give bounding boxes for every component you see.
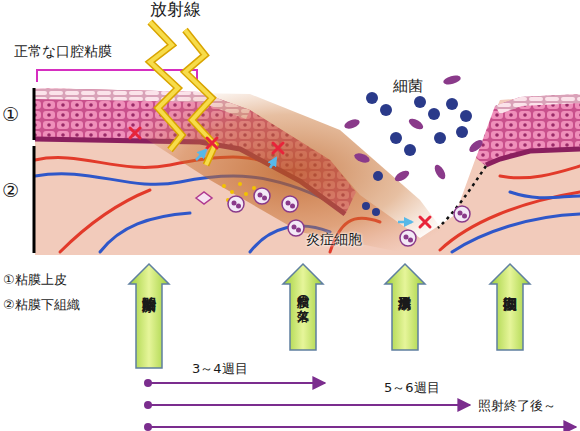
stage-arrow: 治療開始 xyxy=(129,264,169,368)
cross-mark xyxy=(420,217,430,227)
annotation-label: 放射線 xyxy=(150,0,201,19)
stage-arrow: 回復期 xyxy=(490,264,530,350)
annotation-label: 5～6週目 xyxy=(384,381,440,395)
leukocyte xyxy=(454,206,470,222)
layer-bar xyxy=(33,88,36,140)
coccus xyxy=(373,171,383,181)
basal-layer xyxy=(486,149,580,165)
timeline-arrow xyxy=(148,382,325,384)
bacillus xyxy=(407,117,425,132)
timeline xyxy=(144,379,576,431)
vein xyxy=(452,214,580,252)
annotation-label: 3～4週目 xyxy=(192,362,248,376)
arrow-shape xyxy=(129,264,169,368)
bacillus xyxy=(353,152,371,165)
leukocyte xyxy=(254,188,270,204)
small-arrow xyxy=(196,150,206,160)
bacillus xyxy=(343,118,361,131)
coccus xyxy=(414,96,426,108)
coccus xyxy=(362,202,370,210)
up-arrow-outline xyxy=(385,264,425,350)
keratin-layer xyxy=(495,94,580,114)
vein xyxy=(510,192,580,198)
annotation-label: ② xyxy=(2,180,19,201)
annotation-label: 正常な口腔粘膜 xyxy=(14,44,112,59)
layer-bar xyxy=(33,146,36,253)
vein xyxy=(100,213,190,252)
coccus xyxy=(460,110,472,122)
lightning-bolt xyxy=(150,22,182,150)
damage-marks xyxy=(130,128,430,227)
coccus xyxy=(456,126,468,138)
arrow-shape xyxy=(283,264,323,350)
coccus xyxy=(366,92,378,104)
small-arrow xyxy=(270,158,276,168)
up-arrow-outline xyxy=(129,264,169,368)
particle xyxy=(244,192,248,196)
bacillus xyxy=(433,163,448,181)
bacillus xyxy=(393,169,411,184)
cross-mark xyxy=(273,143,283,153)
particle xyxy=(252,186,256,190)
up-arrow-outline xyxy=(490,264,530,350)
timeline-arrow xyxy=(148,404,470,406)
coccus xyxy=(404,144,416,156)
stage-label: 粘膜の欠落 xyxy=(297,286,309,300)
cross-mark xyxy=(207,138,217,148)
stage-arrow: 潰瘍形成 xyxy=(385,264,425,350)
particle xyxy=(230,190,234,194)
annotation-label: 照射終了後～ xyxy=(478,399,556,413)
leukocyte xyxy=(228,196,244,212)
annotation-label: ②粘膜下組織 xyxy=(3,298,80,312)
leukocyte xyxy=(282,196,298,212)
signal-arrows xyxy=(196,150,412,222)
annotation-label: ① xyxy=(2,104,19,125)
annotation-label: 炎症細胞 xyxy=(306,232,362,247)
coccus xyxy=(428,108,440,120)
bacillus xyxy=(442,74,461,86)
lightning-bolt xyxy=(150,22,182,150)
annotation-label: ①粘膜上皮 xyxy=(3,273,67,287)
arrow-shape xyxy=(490,264,530,350)
arrow-shape xyxy=(385,264,425,350)
cell-fragment xyxy=(196,192,212,204)
bacillus xyxy=(467,138,484,154)
particle xyxy=(238,182,242,186)
artery xyxy=(60,190,150,252)
leukocyte xyxy=(288,220,304,236)
epithelium-layer xyxy=(476,94,580,166)
coccus xyxy=(434,132,446,144)
bacteria xyxy=(343,74,485,216)
damage-haze xyxy=(135,92,450,252)
submucosa-tissue xyxy=(35,88,580,255)
radiation-bolts xyxy=(150,22,215,165)
stage-arrow: 粘膜の欠落 xyxy=(283,264,323,350)
cross-mark xyxy=(130,128,140,138)
coccus xyxy=(390,132,402,144)
leukocyte xyxy=(400,230,416,246)
annotation-label: 細菌 xyxy=(393,78,423,95)
particle xyxy=(222,184,226,188)
coccus xyxy=(446,98,458,110)
small-arrow xyxy=(398,221,412,224)
coccus xyxy=(372,208,380,216)
coccus xyxy=(380,104,392,116)
artery xyxy=(500,166,580,178)
timeline-arrow xyxy=(148,426,576,428)
up-arrow-outline xyxy=(283,264,323,350)
